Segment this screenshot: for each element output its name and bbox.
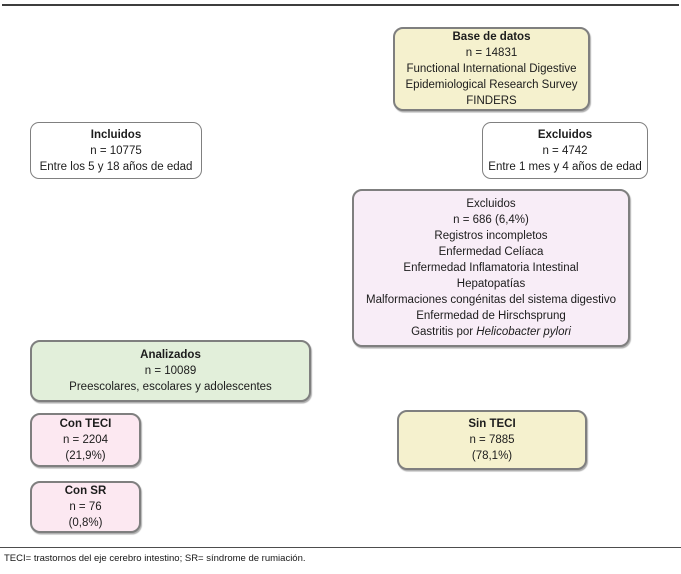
box-line: Entre 1 mes y 4 años de edad	[488, 160, 642, 173]
box-title: Con SR	[64, 485, 107, 497]
box-title: Excluidos	[537, 128, 593, 141]
box-con-teci: Con TECI n = 2204 (21,9%)	[30, 413, 141, 467]
box-title: Analizados	[140, 349, 201, 361]
top-rule	[2, 4, 679, 6]
box-line-text: Gastritis por	[411, 326, 477, 338]
box-con-sr: Con SR n = 76 (0,8%)	[30, 481, 141, 533]
box-line: FINDERS	[466, 95, 517, 107]
box-line: Registros incompletos	[434, 230, 548, 242]
box-line: Hepatopatías	[456, 278, 526, 290]
box-line: Preescolares, escolares y adolescentes	[69, 381, 272, 393]
box-line: Excluidos	[466, 198, 516, 210]
box-line: Epidemiological Research Survey	[405, 79, 578, 91]
box-excluidos-condiciones: Excluidos n = 686 (6,4%) Registros incom…	[352, 189, 630, 347]
box-line: n = 10089	[144, 365, 197, 377]
box-line: Functional International Digestive	[406, 63, 577, 75]
box-line: n = 4742	[542, 144, 588, 157]
box-line: n = 10775	[90, 144, 142, 157]
box-base-de-datos: Base de datos n = 14831 Functional Inter…	[393, 27, 590, 111]
box-title: Base de datos	[452, 31, 531, 43]
box-line: (21,9%)	[65, 450, 106, 462]
box-title: Sin TECI	[468, 418, 516, 430]
box-line: Enfermedad Celíaca	[438, 246, 544, 258]
box-line-italic-text: Helicobacter pylori	[476, 326, 571, 338]
box-sin-teci: Sin TECI n = 7885 (78,1%)	[397, 410, 587, 470]
box-line: n = 686 (6,4%)	[453, 214, 529, 226]
figure-footnote: TECI= trastornos del eje cerebro intesti…	[4, 553, 306, 564]
bottom-rule	[0, 547, 681, 548]
box-title: Con TECI	[59, 418, 112, 430]
box-analizados: Analizados n = 10089 Preescolares, escol…	[30, 340, 311, 402]
box-line: Enfermedad Inflamatoria Intestinal	[403, 262, 579, 274]
box-line: n = 14831	[465, 47, 518, 59]
box-line: (78,1%)	[471, 450, 513, 462]
box-incluidos: Incluidos n = 10775 Entre los 5 y 18 año…	[30, 122, 202, 179]
box-line: n = 7885	[469, 434, 515, 446]
box-excluidos-edad: Excluidos n = 4742 Entre 1 mes y 4 años …	[482, 122, 648, 179]
box-line: (0,8%)	[68, 517, 103, 529]
box-line: n = 76	[69, 501, 102, 513]
box-line: Malformaciones congénitas del sistema di…	[366, 294, 616, 306]
box-line: Enfermedad de Hirschsprung	[416, 310, 566, 322]
box-line: Gastritis por Helicobacter pylori	[411, 324, 571, 340]
box-line: Entre los 5 y 18 años de edad	[39, 160, 193, 173]
box-line: n = 2204	[62, 434, 109, 446]
box-title: Incluidos	[90, 128, 142, 141]
